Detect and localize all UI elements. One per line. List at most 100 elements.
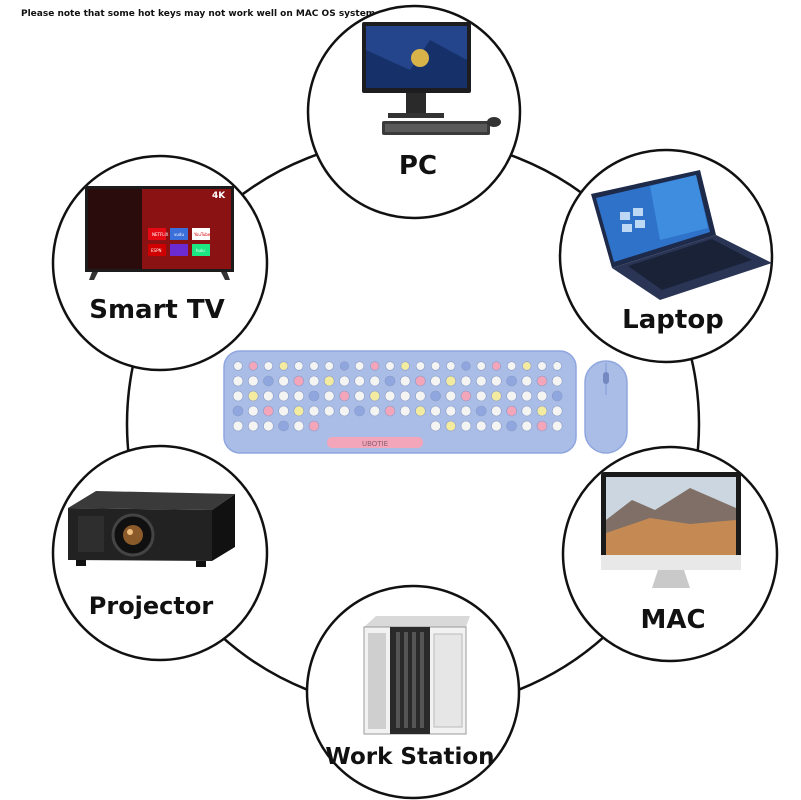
keycap: [263, 405, 274, 417]
keycap: [370, 361, 380, 371]
keycap: [308, 375, 320, 387]
keycap: [232, 420, 244, 432]
keycap: [475, 420, 487, 432]
keycap: [247, 375, 259, 387]
keycap: [323, 405, 335, 417]
keycap: [323, 390, 335, 402]
device-smart-tv: NETFLIX vudu YouTube ESPN hulu 4K Smart …: [51, 154, 269, 372]
keycap: [308, 420, 320, 432]
keycap: [536, 420, 548, 432]
keycap: [521, 420, 533, 432]
smart-tv-icon: NETFLIX vudu YouTube ESPN hulu 4K: [85, 186, 234, 280]
keycap: [233, 361, 243, 371]
wireless-keyboard: UBOTIE: [223, 350, 577, 454]
imac-icon: [601, 472, 741, 588]
keycap: [293, 405, 305, 417]
keycap: [293, 420, 305, 432]
keycap: [415, 390, 426, 402]
keycap: [415, 361, 426, 371]
keycap: [247, 405, 259, 417]
tv-4k-badge: 4K: [212, 191, 226, 201]
keycap: [430, 405, 441, 417]
keycap: [369, 375, 381, 387]
keycap: [445, 405, 457, 417]
keycap: [339, 375, 350, 387]
keycap: [431, 361, 441, 371]
keycap: [445, 390, 457, 402]
keycap: [461, 361, 471, 371]
keycap: [475, 390, 487, 402]
keycap: [506, 405, 517, 417]
keycap: [491, 405, 502, 417]
keycap: [339, 405, 350, 417]
keycap: [415, 405, 426, 417]
device-pc: PC: [306, 4, 522, 220]
keycap: [278, 420, 289, 432]
device-label-projector: Projector: [89, 592, 214, 620]
keycap: [460, 390, 472, 402]
tower-pc-icon: [363, 616, 470, 735]
mac-compatibility-notice: Please note that some hot keys may not w…: [21, 9, 379, 19]
keycap: [491, 390, 502, 402]
keycap: [263, 420, 274, 432]
keycap: [293, 390, 305, 402]
mouse-scroll-wheel: [603, 372, 609, 384]
keycap: [354, 405, 365, 417]
keycap: [430, 390, 441, 402]
keycap: [551, 390, 563, 402]
keycap: [278, 405, 289, 417]
keycap: [536, 375, 548, 387]
keycap: [399, 405, 411, 417]
keycap: [521, 390, 533, 402]
keycap: [324, 361, 334, 371]
keycap: [460, 420, 472, 432]
keycap: [476, 361, 486, 371]
device-projector: Projector: [51, 444, 269, 662]
wireless-mouse: [584, 360, 628, 454]
keycap: [475, 405, 487, 417]
keycap: [279, 361, 289, 371]
keycap: [232, 405, 244, 417]
keycap: [339, 361, 350, 371]
keycap: [430, 375, 441, 387]
keycap: [308, 390, 320, 402]
keycap: [536, 390, 548, 402]
projector-icon: [68, 491, 235, 567]
keycap: [491, 375, 502, 387]
keycap: [323, 375, 335, 387]
keycap: [384, 375, 396, 387]
keycap: [491, 420, 502, 432]
keycap: [248, 361, 258, 371]
device-label-smart-tv: Smart TV: [89, 295, 225, 325]
keycap: [278, 390, 289, 402]
keycap: [385, 361, 395, 371]
keycap: [415, 375, 426, 387]
pc-monitor-icon: [362, 22, 501, 135]
keycap: [521, 405, 533, 417]
keycap: [506, 420, 517, 432]
keycap: [263, 361, 274, 371]
keycap: [551, 375, 563, 387]
keycap: [369, 405, 381, 417]
keycap: [263, 390, 274, 402]
keycap: [308, 405, 320, 417]
keycap: [460, 375, 472, 387]
keycap: [552, 361, 562, 371]
keycap: [506, 390, 517, 402]
keycap: [355, 361, 365, 371]
keycap: [400, 361, 410, 371]
keyboard-brand-text: UBOTIE: [362, 440, 388, 448]
keycap: [551, 420, 563, 432]
keycap: [446, 361, 456, 371]
keycap: [354, 390, 365, 402]
keycap: [551, 405, 563, 417]
keycap: [339, 390, 350, 402]
keycap: [232, 375, 244, 387]
device-work-station: Work Station: [305, 584, 521, 800]
keycap: [384, 405, 396, 417]
tv-app-hulu: hulu: [196, 248, 205, 253]
space-bar: [327, 437, 423, 448]
keycap: [309, 361, 319, 371]
keycap: [506, 375, 517, 387]
device-laptop: Laptop: [558, 148, 774, 364]
